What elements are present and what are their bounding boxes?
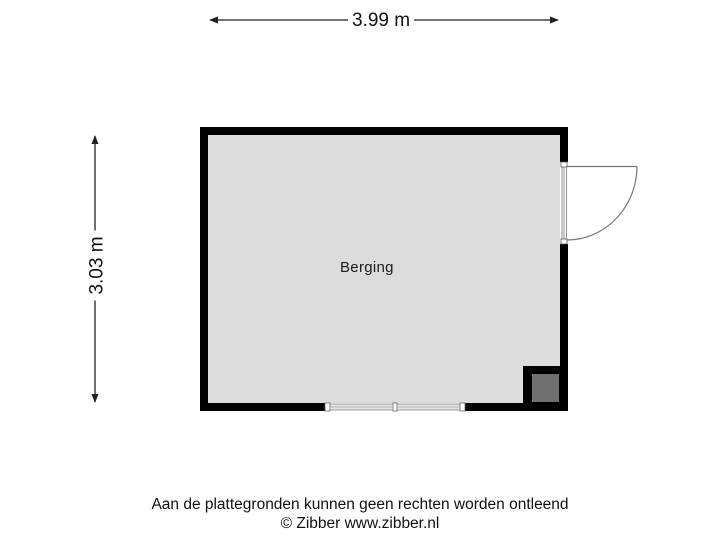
room-floor-berging <box>208 135 560 403</box>
copyright-text: © Zibber www.zibber.nl <box>280 515 440 532</box>
disclaimer-text: Aan de plattegronden kunnen geen rechten… <box>151 496 569 513</box>
width-dimension-label: 3.99 m <box>348 11 415 30</box>
footer: Aan de plattegronden kunnen geen rechten… <box>0 495 720 533</box>
window <box>324 402 466 412</box>
walls <box>200 127 568 411</box>
shaft <box>523 366 560 403</box>
door <box>560 161 638 245</box>
room-label-berging: Berging <box>340 259 394 276</box>
height-dimension-label: 3.03 m <box>87 230 108 301</box>
